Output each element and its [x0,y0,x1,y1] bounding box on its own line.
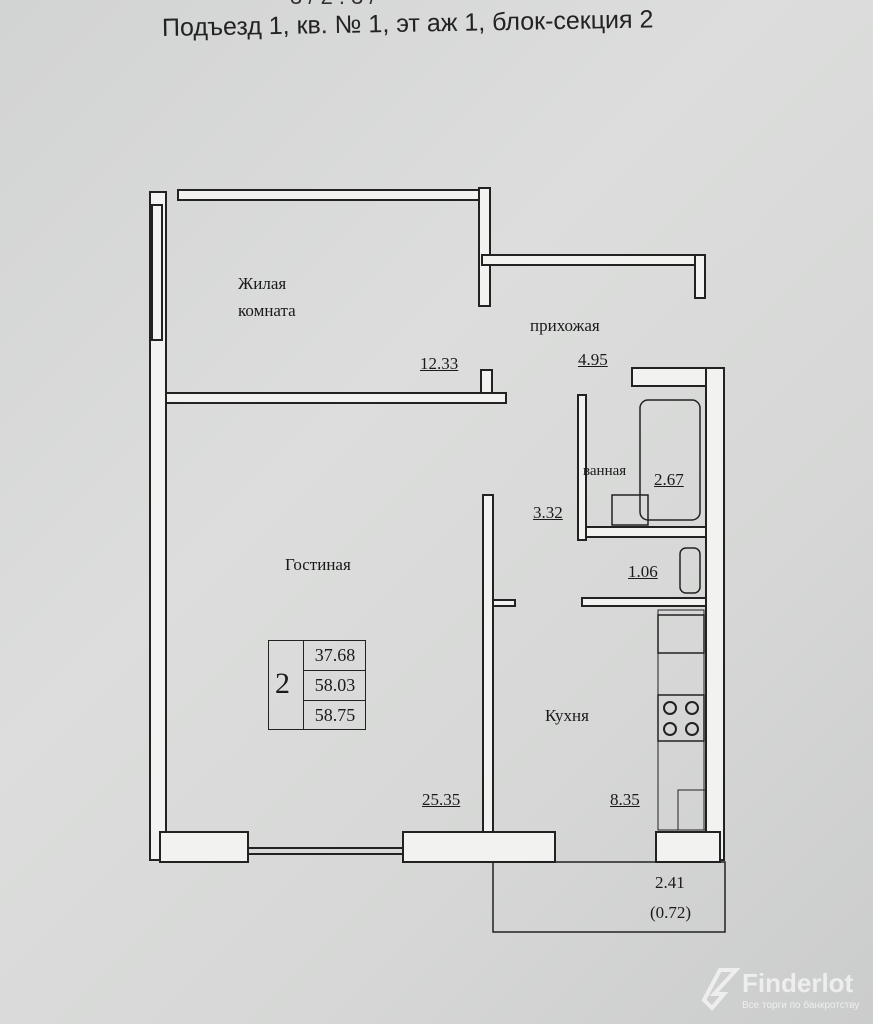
room-name-kitchen: Кухня [545,706,589,725]
wall-post [480,369,493,394]
watermark-tagline: Все торги по банкротству [742,1000,860,1011]
area-summary: 2 37.68 58.03 58.75 [268,640,366,730]
area-balcony-reduced: (0.72) [650,903,692,922]
watermark-name: Finderlot [742,968,854,998]
door-hatch [677,789,707,831]
wall-bedroom-right [478,187,491,307]
wall-living-right [482,494,494,861]
room-name-bedroom-2: комната [238,301,296,320]
room-name-living: Гостиная [285,555,351,574]
wall-bath-left [577,394,587,541]
stove [657,694,705,742]
area-balcony: 2.41 [655,873,685,892]
wall-bath-top [631,367,707,387]
wall-hall-post [694,254,706,299]
wall-wc-bottom [581,597,707,607]
area-hall: 4.95 [578,350,608,369]
wall-right [705,367,725,861]
bathtub [639,399,701,521]
finderlot-logo-icon [701,968,740,1011]
window-bottom [247,847,404,855]
sink [611,494,649,526]
area-bedroom: 12.33 [420,354,459,373]
area-kitchen: 8.35 [610,790,640,809]
wall-hall-top [481,254,706,266]
total-area: 58.03 [304,671,366,701]
wall-outer-left [149,191,167,861]
wall-bath-bottom [585,526,707,538]
wall-top-bedroom [177,189,491,201]
kitchen-counter [657,609,705,831]
wall-stub [492,599,516,607]
wall-bottom-1 [159,831,249,863]
area-corridor: 3.32 [533,503,563,522]
window-left-1 [151,204,163,341]
total-with-balcony: 58.75 [314,705,356,725]
area-bath: 2.67 [654,470,684,489]
balcony [492,861,726,933]
area-living: 25.35 [422,790,461,809]
header-partial: 3 / 2 . 3 / [290,0,376,10]
area-wc: 1.06 [628,562,658,581]
room-name-bath: ванная [583,463,627,479]
room-name-hall: прихожая [530,316,600,335]
living-area: 37.68 [304,641,366,671]
room-name-bedroom: Жилая [238,274,287,293]
wall-bottom-3 [655,831,721,863]
wall-bottom-2 [402,831,556,863]
rooms-count: 2 [275,667,290,700]
kitchen-sink [657,614,705,654]
toilet [679,547,701,594]
wall-partition-bedroom [165,392,507,404]
